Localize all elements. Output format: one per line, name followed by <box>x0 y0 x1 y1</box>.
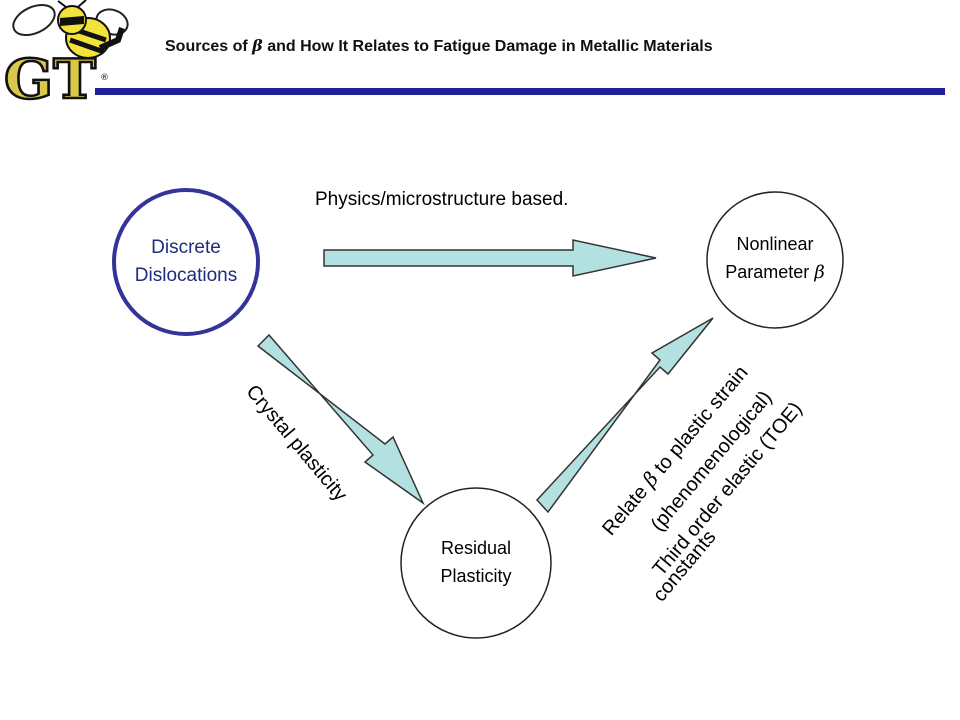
node-residual-plasticity-circle <box>400 487 552 639</box>
gt-logo: GT ® <box>3 0 129 110</box>
logo-arm <box>98 27 125 51</box>
discrete-line1: Discrete <box>151 237 221 258</box>
nonlinear-line2-wrap: Parameter β <box>690 258 860 287</box>
nonlinear-beta-symbol: β <box>814 262 825 283</box>
residual-line1: Residual <box>440 538 512 558</box>
top-arrow-label: Physics/microstructure based. <box>315 189 569 210</box>
node-nonlinear-parameter-label: Nonlinear Parameter β <box>690 230 860 287</box>
logo-antenna <box>57 0 87 8</box>
title-rule <box>95 88 945 95</box>
logo-wing-left <box>12 3 56 37</box>
arrow-right <box>535 317 714 514</box>
arrow-top <box>323 239 657 277</box>
discrete-line2: Dislocations <box>134 265 238 286</box>
title-prefix: Sources of <box>165 38 253 55</box>
residual-line2: Plasticity <box>440 566 512 586</box>
title-suffix: and How It Relates to Fatigue Damage in … <box>262 38 713 55</box>
logo-goggles <box>60 16 84 26</box>
nonlinear-line2: Parameter <box>725 262 815 282</box>
arrow-left <box>256 333 425 506</box>
node-nonlinear-parameter-circle <box>706 191 844 329</box>
nonlinear-line1: Nonlinear <box>736 234 814 254</box>
title-beta-symbol: β <box>252 36 263 55</box>
node-discrete-dislocations-circle <box>112 188 260 336</box>
node-residual-plasticity-label: Residual Plasticity <box>396 534 556 590</box>
node-discrete-dislocations-label: Discrete Dislocations <box>106 234 266 290</box>
page-title: Sources of β and How It Relates to Fatig… <box>165 36 945 56</box>
logo-text: GT <box>4 47 96 110</box>
registered-mark: ® <box>100 73 109 83</box>
